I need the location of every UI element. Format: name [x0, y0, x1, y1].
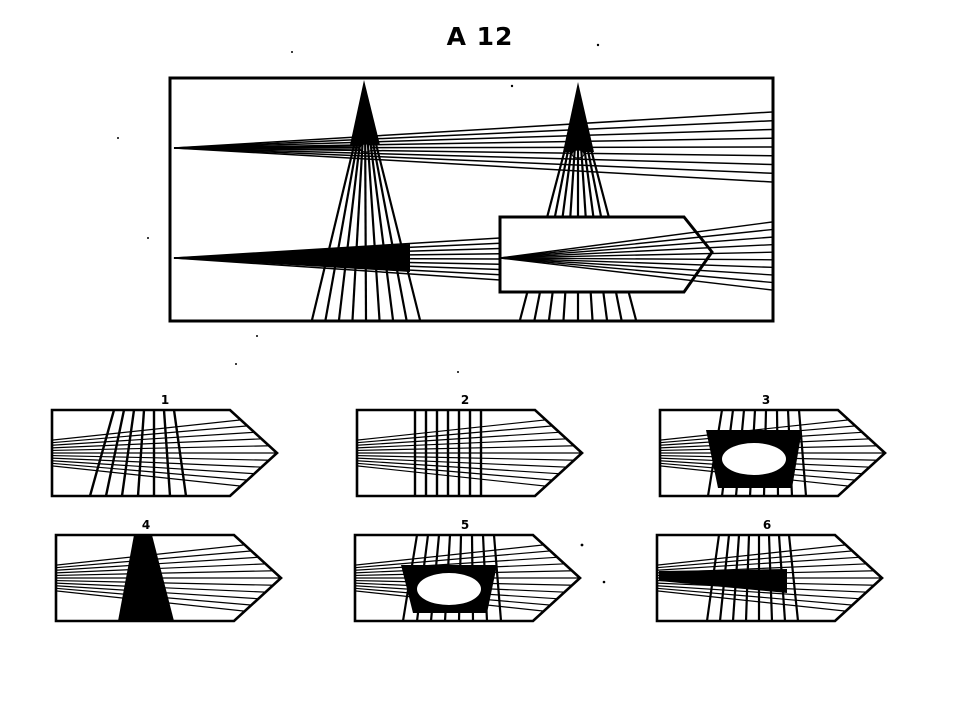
option-piece-2[interactable] — [237, 408, 584, 498]
ray-line — [355, 547, 580, 579]
ray-line — [173, 257, 501, 281]
ray-line — [357, 422, 582, 454]
ray-line — [173, 257, 501, 271]
ray-line — [324, 99, 367, 320]
ray-line — [52, 452, 277, 461]
ray-line — [173, 237, 501, 259]
matrix-panel — [168, 76, 775, 323]
ray-line — [162, 410, 172, 496]
ray-line — [56, 540, 281, 579]
ray-line — [499, 243, 772, 259]
ray-line — [363, 99, 381, 320]
ray-line — [355, 540, 580, 579]
ray-line — [56, 577, 281, 594]
ray-line — [173, 257, 501, 265]
scan-speckles — [117, 43, 606, 584]
ray-line — [357, 445, 582, 454]
ray-line — [173, 257, 501, 276]
ray-line — [797, 410, 808, 496]
ray-line — [52, 445, 277, 454]
ray-line — [499, 236, 772, 259]
ray-line — [499, 257, 772, 261]
ray-line — [56, 570, 281, 579]
option-piece-3[interactable] — [540, 408, 887, 498]
ray-line — [787, 535, 800, 621]
ray-line — [310, 99, 367, 320]
ray-line — [52, 422, 277, 454]
ray-line — [657, 577, 882, 609]
option-label-6: 6 — [763, 518, 771, 532]
ray-line — [173, 257, 501, 260]
option-label-4: 4 — [142, 518, 150, 532]
ray-line — [56, 577, 281, 601]
ray-line — [499, 221, 772, 259]
ray-line — [56, 547, 281, 579]
option-piece-6[interactable] — [537, 533, 884, 623]
ray-line — [56, 562, 281, 579]
option-label-3: 3 — [762, 393, 770, 407]
ray-line — [52, 452, 277, 491]
ray-line — [52, 437, 277, 454]
ray-line — [657, 547, 882, 579]
ray-line — [173, 147, 772, 183]
ray-line — [499, 251, 772, 259]
ray-line — [657, 577, 882, 601]
ray-line — [173, 147, 772, 174]
ray-line — [357, 452, 582, 476]
ray-line — [52, 415, 277, 454]
ray-line — [52, 452, 277, 484]
option-label-2: 2 — [461, 393, 469, 407]
option-piece-4[interactable] — [0, 533, 283, 623]
ray-line — [88, 410, 116, 496]
ray-line — [357, 437, 582, 454]
ray-line — [173, 147, 772, 166]
ray-line — [172, 410, 188, 496]
ray-line — [56, 577, 281, 586]
missing-piece-slot — [498, 215, 714, 294]
ray-line — [173, 111, 772, 149]
ray-line — [104, 410, 126, 496]
ray-line — [173, 247, 501, 259]
option-piece-1[interactable] — [0, 408, 279, 498]
ray-line — [173, 253, 501, 259]
ray-line — [499, 257, 772, 269]
option-piece-5[interactable] — [235, 533, 582, 623]
ray-line — [363, 99, 368, 320]
ray-line — [363, 99, 408, 320]
option-label-1: 1 — [161, 393, 169, 407]
ray-line — [499, 257, 772, 276]
ray-line — [357, 452, 582, 469]
ray-line — [56, 577, 281, 616]
ray-line — [173, 128, 772, 149]
ray-line — [357, 430, 582, 454]
ray-line — [337, 99, 367, 320]
puzzle-title: A 12 — [446, 22, 514, 51]
ray-line — [120, 410, 136, 496]
ray-line — [52, 430, 277, 454]
ray-line — [357, 452, 582, 491]
ray-line — [363, 99, 422, 320]
ray-line — [357, 452, 582, 484]
ray-line — [357, 452, 582, 461]
ray-line — [657, 555, 882, 579]
answer-options — [0, 408, 887, 623]
ray-line — [173, 147, 361, 151]
ray-line — [56, 577, 281, 609]
ray-line — [499, 257, 772, 291]
ray-line — [136, 410, 146, 496]
ray-line — [363, 99, 395, 320]
ray-line — [351, 99, 367, 320]
ray-line — [173, 242, 501, 259]
ray-line — [357, 415, 582, 454]
ray-line — [56, 555, 281, 579]
ray-line — [52, 452, 277, 476]
option-label-5: 5 — [461, 518, 469, 532]
ray-line — [657, 540, 882, 579]
ray-line — [499, 228, 772, 259]
ray-line — [492, 535, 503, 621]
ray-line — [173, 120, 772, 149]
ray-line — [499, 257, 772, 284]
ray-line — [52, 452, 277, 469]
